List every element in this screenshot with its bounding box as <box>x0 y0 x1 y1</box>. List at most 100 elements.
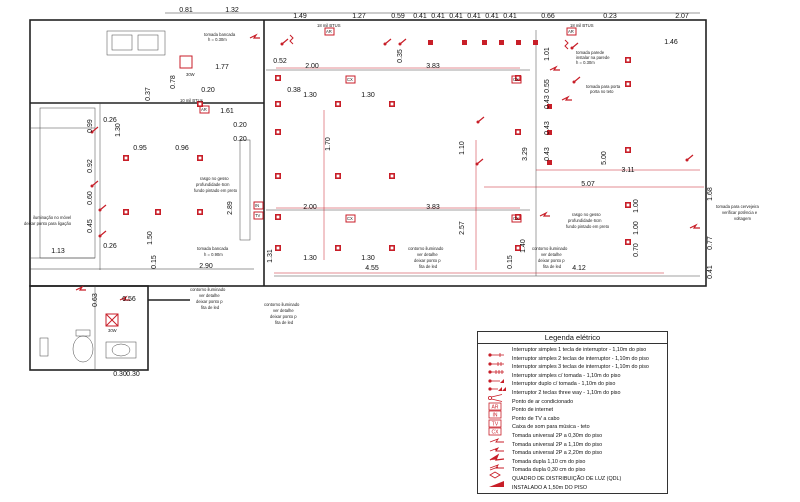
dim-room-57: 0.56 <box>122 296 136 303</box>
bathroom-fixtures <box>39 329 137 363</box>
AR-icon: AR <box>486 398 508 410</box>
dim-room-51: 0.43 <box>544 147 551 161</box>
note-tomada-parede-1c: h = 0.30m <box>576 60 595 65</box>
dim-room-23: 3.29 <box>522 147 529 161</box>
dim-room-18: 0.92 <box>87 159 94 173</box>
electrical-symbols <box>75 34 701 327</box>
note-tomada-bancada-mid-h: h = 0.90m <box>204 252 223 257</box>
btus-left-label: 10 mil BTUs <box>180 98 203 103</box>
dim-room-58: 0.30 <box>113 371 127 378</box>
note-rasgo-2c: fundo pintado em preto <box>566 224 610 229</box>
dim-room-4: 0.78 <box>170 75 177 89</box>
outlet-030-icon <box>486 432 508 443</box>
legend-item-label: Ponto de ar condicionado <box>512 398 574 405</box>
legend-item-label: Tomada universal 2P a 1,10m do piso <box>512 441 603 448</box>
svg-text:CX: CX <box>492 430 500 436</box>
legend-item: Tomada dupla 0,30 cm do piso <box>478 466 667 479</box>
dim-room-28: 2.89 <box>227 201 234 215</box>
note-rasgo-2b: profundidade 6cm <box>568 218 602 223</box>
dim-room-1: 2.00 <box>305 63 319 70</box>
outlet-110-icon <box>486 441 508 452</box>
note-contorno-3b: ver detalhe <box>417 252 438 257</box>
note-contorno-2: contorno iluminado <box>264 302 300 307</box>
dim-room-31: 2.57 <box>459 221 466 235</box>
dim-room-53: 1.00 <box>633 221 640 235</box>
note-contorno-1: contorno iluminado <box>190 287 226 292</box>
legend-panel: Legenda elétrico Interruptor simples 1 t… <box>477 331 668 494</box>
tv-label: TV <box>255 213 261 218</box>
dim-room-27: 3.83 <box>426 204 440 211</box>
dim-room-26: 2.00 <box>303 204 317 211</box>
note-contorno-4b: ver detalhe <box>541 252 562 257</box>
dim-room-8: 0.20 <box>201 87 215 94</box>
btus-right-label: 18 mil BTUS <box>570 23 594 28</box>
legend-item-label: Caixa de som para música - teto <box>512 424 590 431</box>
dim-top-9: 0.41 <box>485 13 499 20</box>
outlet-double-110-icon <box>486 458 508 471</box>
dim-room-2: 3.83 <box>426 63 440 70</box>
dim-room-0: 0.52 <box>273 58 287 65</box>
note-contorno-4c: deixar ponto p <box>538 258 565 263</box>
note-contorno-4d: fita de led <box>543 264 562 269</box>
TV-icon: TV <box>486 415 508 427</box>
dim-top-13: 2.07 <box>675 13 689 20</box>
legend-item-label: Tomada universal 2P a 0,30m do piso <box>512 433 603 439</box>
legend-item: Interruptor simples 3 teclas de interrup… <box>478 363 667 375</box>
legend-item: Interruptor simples 1 tecla de interrupt… <box>478 346 667 357</box>
annotation-notes: tomada bancada h = 0.30m tomada bancada … <box>24 32 759 325</box>
dim-room-52: 1.00 <box>633 199 640 213</box>
legend-item: Interruptor 2 teclas three way - 1,10m d… <box>478 389 667 402</box>
note-contorno-1b: ver detalhe <box>199 293 220 298</box>
dim-top-10: 0.41 <box>503 13 517 20</box>
dim-top-3: 1.27 <box>352 13 366 20</box>
legend-item-label: Interruptor simples 3 teclas de interrup… <box>512 364 649 371</box>
legend-title: Legenda elétrico <box>544 333 601 342</box>
dim-top-5: 0.41 <box>413 13 427 20</box>
switch-double-icon <box>486 380 508 392</box>
dim-room-41: 1.40 <box>520 239 527 253</box>
note-contorno-2d: fita de led <box>275 320 294 325</box>
dim-room-9: 0.37 <box>145 87 152 101</box>
switch-outlet-icon <box>486 372 508 383</box>
dim-room-14: 0.95 <box>133 145 147 152</box>
note-contorno-1d: fita de led <box>201 305 220 310</box>
panel-icon <box>486 475 508 487</box>
note-tomada-bancada-top-h: h = 0.30m <box>208 37 227 42</box>
dim-room-47: 1.01 <box>544 47 551 61</box>
note-tomada-cervejeira: tomada para cervejeira <box>716 204 759 209</box>
dim-room-20: 0.45 <box>87 219 94 233</box>
dim-top-7: 0.41 <box>449 13 463 20</box>
note-rasgo-1b: profundidade 6cm <box>196 182 230 187</box>
note-tomada-cervejeira-c: voltagem <box>734 216 752 221</box>
legend-item-label: Interruptor 2 teclas three way - 1,10m d… <box>512 390 621 396</box>
dim-room-45: 1.68 <box>707 187 714 201</box>
legend-divider <box>478 343 667 344</box>
dim-room-40: 4.12 <box>572 265 586 272</box>
cx-label-2: CX <box>347 216 353 221</box>
dim-room-48: 0.55 <box>544 79 551 93</box>
dim-room-46: 1.46 <box>664 39 678 46</box>
dim-room-42: 0.70 <box>633 243 640 257</box>
watt-label-1: 30W <box>186 72 195 77</box>
dimension-room-labels: 0.52 2.00 3.83 1.77 0.78 0.38 1.30 1.30 … <box>51 39 714 378</box>
dim-room-12: 0.20 <box>233 136 247 143</box>
switch2-icon <box>486 355 508 366</box>
note-tomada-bancada-top: tomada bancada <box>204 32 236 37</box>
legend-item-label: Interruptor duplo c/ tomada - 1,10m do p… <box>512 381 616 388</box>
switch1-icon <box>486 346 508 357</box>
legend-item-label: Interruptor simples c/ tomada - 1,10m do… <box>512 372 621 379</box>
dim-room-5: 0.38 <box>287 87 301 94</box>
dim-room-29: 1.30 <box>303 255 317 262</box>
dim-room-44: 0.41 <box>707 265 714 279</box>
dim-room-10: 1.61 <box>220 108 234 115</box>
symbol-labels: 18 mil BTUS 18 mil BTUS 10 mil BTUs AR A… <box>108 23 594 333</box>
note-contorno-3d: fita de led <box>419 264 438 269</box>
ar-label-3: AR <box>201 107 207 112</box>
legend-item: INSTALADO A 1,50m DO PISO <box>478 484 667 493</box>
dim-top-4: 0.59 <box>391 13 405 20</box>
note-tomada-parede-1: tomada parede <box>576 50 605 55</box>
legend-item: Tomada universal 2P a 2,20m do piso <box>478 449 667 461</box>
dim-room-13: 0.26 <box>103 117 117 124</box>
outlet-double-030-icon <box>486 466 508 479</box>
dim-room-25: 5.00 <box>601 151 608 165</box>
